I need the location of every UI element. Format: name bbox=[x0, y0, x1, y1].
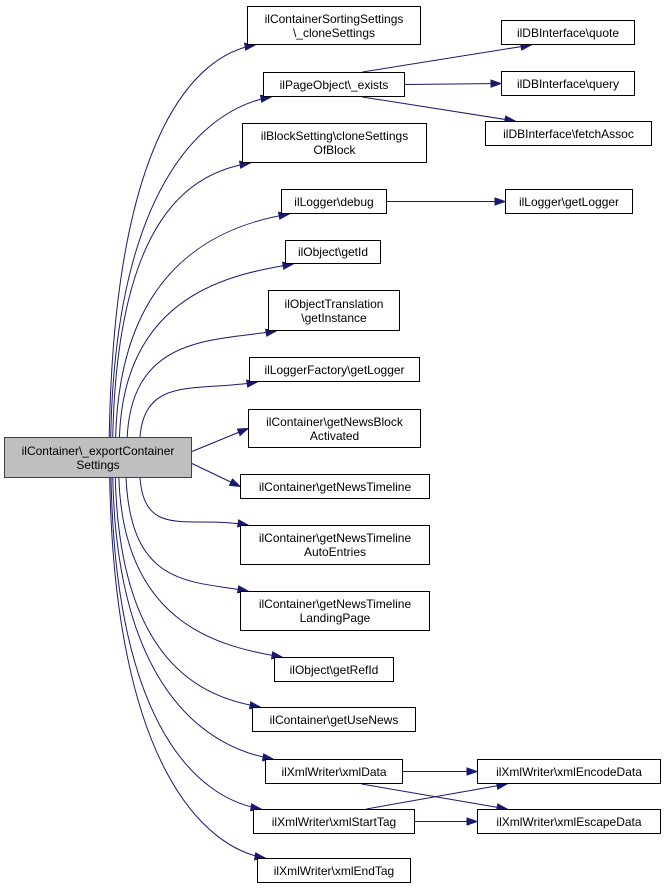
edge-root-n10 bbox=[139, 477, 249, 526]
node-db-query[interactable]: ilDBInterface\query bbox=[501, 71, 635, 96]
node-block-setting-clone-settings[interactable]: ilBlockSetting\cloneSettings OfBlock bbox=[242, 123, 427, 163]
edge-root-n13 bbox=[114, 477, 261, 708]
node-object-get-id[interactable]: ilObject\getId bbox=[285, 240, 381, 264]
edge-root-n15 bbox=[110, 477, 262, 810]
edge-root-n12 bbox=[118, 477, 283, 658]
node-get-news-block-activated[interactable]: ilContainer\getNewsBlock Activated bbox=[248, 409, 421, 448]
edge-n2-n18 bbox=[404, 83, 502, 85]
node-root: ilContainer\_exportContainer Settings bbox=[4, 437, 192, 478]
node-xml-end-tag[interactable]: ilXmlWriter\xmlEndTag bbox=[257, 858, 411, 883]
node-container-sorting-clone-settings[interactable]: ilContainerSortingSettings \_cloneSettin… bbox=[247, 6, 421, 45]
edge-root-n3 bbox=[112, 162, 251, 438]
node-get-news-timeline[interactable]: ilContainer\getNewsTimeline bbox=[240, 474, 430, 499]
node-xml-escape-data[interactable]: ilXmlWriter\xmlEscapeData bbox=[477, 809, 661, 834]
node-logger-factory-get-logger[interactable]: ilLoggerFactory\getLogger bbox=[249, 357, 420, 382]
edge-n2-n19 bbox=[362, 96, 516, 122]
node-xml-data[interactable]: ilXmlWriter\xmlData bbox=[265, 759, 403, 784]
node-logger-get-logger[interactable]: ilLogger\getLogger bbox=[505, 189, 633, 214]
node-db-fetch-assoc[interactable]: ilDBInterface\fetchAssoc bbox=[485, 121, 652, 146]
edge-n15-n22-arrowhead bbox=[466, 817, 479, 826]
edge-root-n11 bbox=[125, 477, 249, 592]
node-get-news-timeline-landing-page[interactable]: ilContainer\getNewsTimeline LandingPage bbox=[240, 591, 430, 631]
node-object-translation-get-instance[interactable]: ilObjectTranslation \getInstance bbox=[268, 290, 400, 331]
node-get-use-news[interactable]: ilContainer\getUseNews bbox=[252, 707, 416, 732]
node-xml-start-tag[interactable]: ilXmlWriter\xmlStartTag bbox=[253, 809, 415, 834]
edge-root-n1 bbox=[108, 44, 256, 438]
edge-n2-n17 bbox=[362, 44, 532, 73]
edge-n15-n21 bbox=[366, 783, 508, 810]
node-get-news-timeline-auto-entries[interactable]: ilContainer\getNewsTimeline AutoEntries bbox=[240, 525, 430, 565]
edge-n2-n18-arrowhead bbox=[490, 79, 503, 88]
edge-root-n4 bbox=[115, 213, 290, 438]
edge-root-n14 bbox=[112, 477, 274, 760]
edge-n4-n20-arrowhead bbox=[494, 197, 507, 206]
edge-root-n6 bbox=[126, 330, 277, 438]
edge-root-n7 bbox=[139, 381, 258, 438]
edge-root-n9-arrowhead bbox=[228, 478, 242, 488]
edge-root-n8-arrowhead bbox=[236, 427, 250, 437]
edge-n14-n21-arrowhead bbox=[466, 767, 479, 776]
node-db-quote[interactable]: ilDBInterface\quote bbox=[501, 20, 635, 45]
edge-root-n2 bbox=[110, 96, 272, 438]
node-xml-encode-data[interactable]: ilXmlWriter\xmlEncodeData bbox=[477, 759, 661, 784]
node-page-object-exists[interactable]: ilPageObject\_exists bbox=[263, 72, 405, 97]
node-logger-debug[interactable]: ilLogger\debug bbox=[281, 189, 387, 214]
node-object-get-ref-id[interactable]: ilObject\getRefId bbox=[274, 657, 394, 682]
edge-root-n16 bbox=[109, 477, 266, 859]
edge-root-n5 bbox=[118, 263, 294, 438]
